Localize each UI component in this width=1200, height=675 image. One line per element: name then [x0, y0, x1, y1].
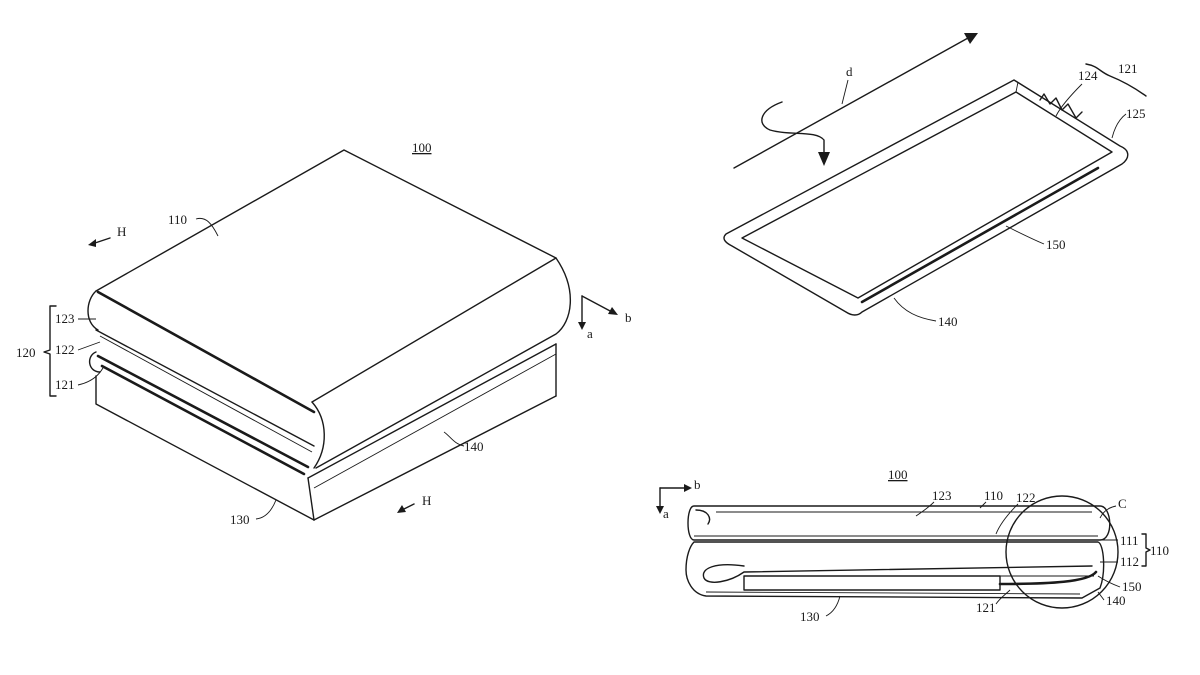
- figure-bottom-right-section: 100 b a C 123 110 122 111 1: [656, 467, 1169, 624]
- layer-divider-1: [95, 329, 315, 447]
- br-leader-121: [995, 589, 1011, 605]
- br-label-130: 130: [800, 609, 820, 624]
- hinge-left-curl: [89, 351, 101, 373]
- leader-140: [443, 431, 465, 447]
- screen-right-fold: [315, 257, 571, 469]
- panel-outer: [723, 79, 1129, 316]
- label-121-group: 121: [1118, 61, 1138, 76]
- br-axis-a-head: [656, 506, 664, 514]
- panel-strip-150: [860, 166, 1100, 304]
- br-label-111: 111: [1120, 533, 1139, 548]
- br-upper-end-cap: [695, 509, 711, 525]
- leader-125: [1111, 113, 1127, 139]
- axis-b-head: [608, 307, 618, 315]
- layer-divider-2: [99, 335, 313, 453]
- label-123: 123: [55, 311, 75, 326]
- panel-notches: [1039, 93, 1083, 119]
- screen-front-edge: [96, 290, 316, 414]
- br-leader-c: [1099, 505, 1117, 519]
- screen-left-end: [87, 290, 99, 331]
- screen-right-fold-inner: [311, 401, 325, 469]
- label-axis-a: a: [587, 326, 593, 341]
- brace-121: [1085, 63, 1147, 97]
- label-150: 150: [1046, 237, 1066, 252]
- br-axis-b-head: [684, 484, 692, 492]
- label-125: 125: [1126, 106, 1146, 121]
- br-leader-123: [915, 501, 935, 517]
- axis-d-head: [964, 33, 978, 44]
- label-h-bottom: H: [422, 493, 431, 508]
- br-label-110-group: 110: [1150, 543, 1169, 558]
- screen-top-face: [95, 149, 557, 403]
- bracket-120: [43, 305, 57, 397]
- br-inner-box: [743, 575, 1001, 591]
- br-label-axis-b: b: [694, 477, 701, 492]
- br-label-110: 110: [984, 488, 1003, 503]
- label-140: 140: [464, 439, 484, 454]
- label-h-top: H: [117, 224, 126, 239]
- device-label-100-br: 100: [888, 467, 908, 482]
- leader-150: [1005, 225, 1045, 245]
- figure-left-folded-device: 100 110 H 120 123 122 121 b a 140 H 130: [16, 140, 632, 527]
- br-leader-110: [979, 501, 987, 509]
- br-bottom-line: [705, 591, 1081, 595]
- br-brace-110: [1141, 533, 1151, 567]
- label-140-top: 140: [938, 314, 958, 329]
- br-label-140: 140: [1106, 593, 1126, 608]
- base-bottom-right: [313, 395, 557, 521]
- axis-d-line: [733, 37, 969, 169]
- br-label-123: 123: [932, 488, 952, 503]
- br-leader-122: [995, 503, 1019, 535]
- br-label-150: 150: [1122, 579, 1142, 594]
- br-label-122: 122: [1016, 490, 1036, 505]
- label-axis-b: b: [625, 310, 632, 325]
- label-130: 130: [230, 512, 250, 527]
- base-front-vertical: [307, 477, 315, 521]
- axis-a-head: [578, 322, 586, 330]
- leader-121: [77, 365, 105, 386]
- br-label-axis-a: a: [663, 506, 669, 521]
- detail-circle-c: [1005, 495, 1119, 609]
- panel-top-rim: [1015, 81, 1019, 93]
- h-arrow-top-head: [88, 239, 96, 247]
- leader-140-top: [893, 297, 937, 322]
- figure-top-right-panel: d 124 121 125 150 140: [723, 33, 1147, 329]
- label-124: 124: [1078, 68, 1098, 83]
- label-121: 121: [55, 377, 75, 392]
- hinge-band: [96, 354, 310, 469]
- panel-inner: [741, 91, 1113, 299]
- base-top-edge: [307, 343, 557, 479]
- br-hinge-loop: [702, 564, 1093, 583]
- label-110: 110: [168, 212, 187, 227]
- leader-130: [255, 499, 277, 520]
- base-front-bottom: [95, 375, 315, 521]
- br-label-121: 121: [976, 600, 996, 615]
- base-top-line: [313, 353, 557, 489]
- leader-124: [1055, 83, 1083, 117]
- h-arrow-bottom-head: [397, 505, 406, 513]
- rotation-arrow: [761, 101, 825, 159]
- label-axis-d: d: [846, 64, 853, 79]
- br-label-c: C: [1118, 496, 1127, 511]
- leader-122: [77, 341, 101, 351]
- label-120: 120: [16, 345, 36, 360]
- axis-b-line: [581, 295, 613, 313]
- rotation-arrow-head: [818, 152, 830, 166]
- device-label-100: 100: [412, 140, 432, 155]
- leader-d: [841, 79, 849, 105]
- br-leader-130: [825, 595, 841, 617]
- br-upper-slab: [687, 505, 1111, 541]
- br-lower-slab: [685, 541, 1105, 599]
- label-122: 122: [55, 342, 75, 357]
- hinge-band-lower: [100, 364, 306, 476]
- br-label-112: 112: [1120, 554, 1139, 569]
- br-leader-140: [1097, 591, 1105, 601]
- leader-110: [195, 217, 219, 237]
- br-leader-150: [1097, 575, 1121, 588]
